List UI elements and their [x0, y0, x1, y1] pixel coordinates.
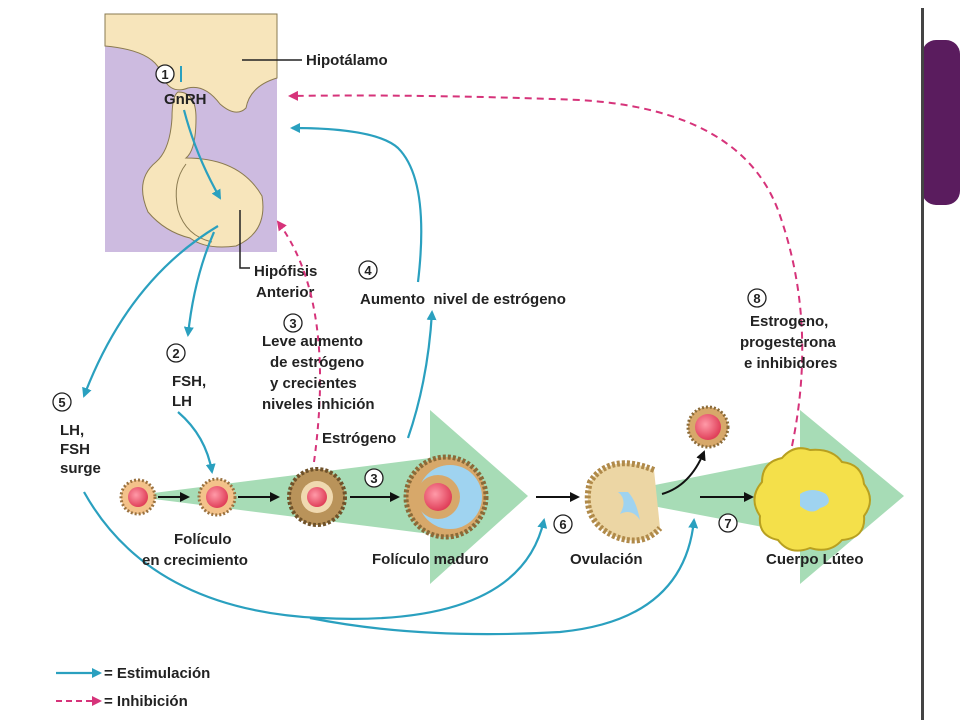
lh-surge-label-2: FSH: [60, 441, 90, 458]
lh-surge-label-1: LH,: [60, 422, 84, 439]
estrogen-to-label-arrow: [406, 310, 437, 439]
step-3-marker-top: 3: [283, 313, 303, 333]
legend: = Estimulación = Inhibición: [56, 665, 210, 710]
lh-fsh-surge-arrow: [82, 225, 219, 398]
step-8-marker: 8: [747, 288, 767, 308]
border-line: [921, 8, 924, 720]
pituitary-leader: [239, 210, 250, 269]
hypothalamus-label: Hipotálamo: [306, 52, 388, 69]
svg-text:3: 3: [370, 471, 377, 486]
corpus-luteum-label: Cuerpo Lúteo: [766, 551, 864, 568]
legend-stimulation-label: = Estimulación: [104, 665, 210, 682]
gnrh-label: GnRH: [164, 91, 207, 108]
gnrh-arrow: [182, 109, 221, 200]
svg-text:5: 5: [58, 395, 65, 410]
surge-to-corpus-luteum-arrow: [309, 518, 699, 636]
growing-follicle-label-1: Folículo: [174, 531, 232, 548]
svg-text:6: 6: [559, 517, 566, 532]
step-3-marker-bottom: 3: [364, 468, 384, 488]
ovulation-label: Ovulación: [570, 551, 643, 568]
released-ovum: [686, 405, 730, 449]
step-7-marker: 7: [718, 513, 738, 533]
estrogen-label: Estrógeno: [322, 430, 396, 447]
fsh-lh-to-follicle-arrow: [177, 411, 216, 474]
feedback-8-label-3: e inhibidores: [744, 355, 837, 372]
step-4-marker: 4: [358, 260, 378, 280]
ovulation-illustration: [584, 460, 663, 544]
fsh-lh-label-2: LH: [172, 393, 192, 410]
svg-text:4: 4: [364, 263, 372, 278]
slight-rise-label-2: de estrógeno: [270, 354, 364, 371]
released-ovum-arrow: [661, 450, 706, 495]
svg-text:7: 7: [724, 516, 731, 531]
lh-surge-label-3: surge: [60, 460, 101, 477]
accent-bar: [922, 40, 960, 205]
step-6-marker: 6: [553, 514, 573, 534]
legend-inhibition-label: = Inhibición: [104, 693, 188, 710]
corpus-luteum-illustration: [753, 447, 871, 552]
svg-text:2: 2: [172, 346, 179, 361]
step-1-marker: 1: [155, 64, 175, 84]
primary-follicle: [197, 477, 237, 517]
svg-text:1: 1: [161, 67, 168, 82]
growing-follicle-label-2: en crecimiento: [142, 552, 248, 569]
pituitary-label-2: Anterior: [256, 284, 315, 301]
mature-follicle-illustration: [403, 454, 489, 540]
rising-estrogen-feedback-arrow: [290, 123, 423, 283]
secondary-follicle: [287, 467, 347, 527]
fsh-lh-label-1: FSH,: [172, 373, 206, 390]
slight-rise-label-3: y crecientes: [270, 375, 357, 392]
step-2-marker: 2: [166, 343, 186, 363]
mature-follicle-label: Folículo maduro: [372, 551, 489, 568]
svg-text:8: 8: [753, 291, 760, 306]
feedback-8-label-2: progesterona: [740, 334, 837, 351]
rising-estrogen-label: Aumento nivel de estrógeno: [360, 291, 566, 308]
primordial-follicle: [119, 478, 157, 516]
hypothalamus-pituitary-box: [104, 13, 278, 252]
step-5-marker: 5: [52, 392, 72, 412]
feedback-8-label-1: Estrogeno,: [750, 313, 828, 330]
svg-text:3: 3: [289, 316, 296, 331]
inhibition-arrow-8: [288, 90, 804, 447]
slight-rise-label-4: niveles inhición: [262, 396, 375, 413]
inhibition-arrow-3: [276, 220, 321, 463]
fsh-lh-arrow: [183, 231, 216, 337]
pituitary-label-1: Hipófisis: [254, 263, 317, 280]
surge-to-ovulation-arrow: [83, 491, 548, 620]
slight-rise-label-1: Leve aumento: [262, 333, 363, 350]
